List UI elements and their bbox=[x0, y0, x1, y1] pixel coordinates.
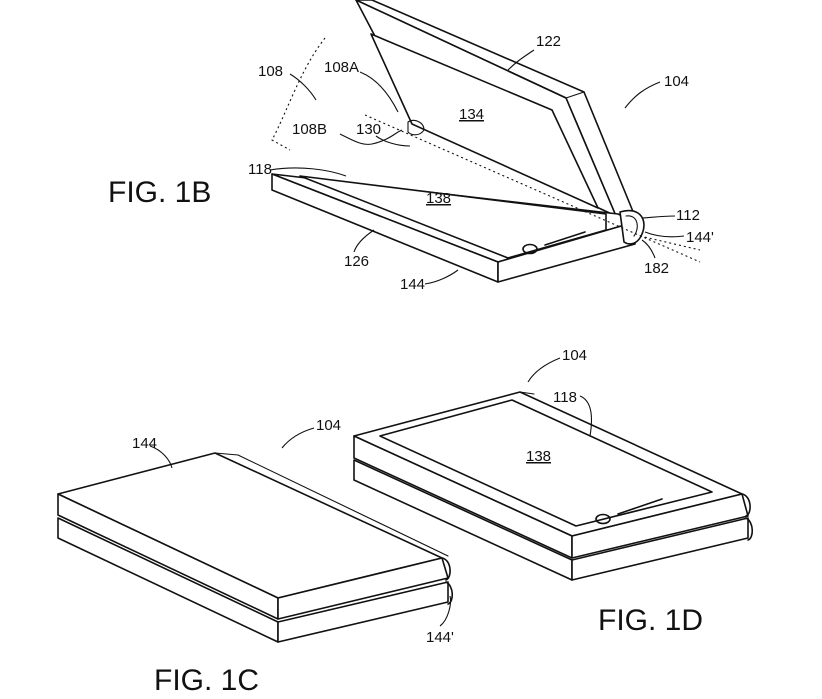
fig-1b-title: FIG. 1B bbox=[108, 176, 211, 209]
ref-108a: 108A bbox=[324, 59, 359, 76]
home-button bbox=[595, 513, 611, 525]
ref-134: 134 bbox=[459, 106, 484, 123]
ref-144: 144 bbox=[132, 435, 157, 452]
ref-126: 126 bbox=[344, 253, 369, 270]
closed-device-screen-up bbox=[353, 391, 754, 581]
home-button bbox=[522, 243, 538, 255]
ref-104: 104 bbox=[562, 347, 587, 364]
ref-108: 108 bbox=[258, 63, 283, 80]
ref-144: 144 bbox=[400, 276, 425, 293]
ref-112: 112 bbox=[676, 207, 700, 224]
figure-1b: FIG. 1B 122 108A 108 104 134 108B 130 11… bbox=[108, 0, 714, 293]
figure-1c: FIG. 1C 144 104 144' bbox=[57, 417, 454, 697]
ref-144-prime: 144' bbox=[426, 629, 454, 646]
hinge-axis-line bbox=[364, 114, 701, 263]
ref-118: 118 bbox=[248, 161, 272, 178]
ref-104: 104 bbox=[316, 417, 341, 434]
figure-1d: FIG. 1D 104 118 138 bbox=[353, 347, 754, 637]
upper-housing bbox=[355, 0, 635, 217]
ref-138: 138 bbox=[526, 448, 551, 465]
fig-1c-title: FIG. 1C bbox=[154, 664, 259, 697]
fig-1d-title: FIG. 1D bbox=[598, 604, 703, 637]
ref-144-prime: 144' bbox=[686, 229, 714, 246]
closed-device bbox=[57, 452, 454, 643]
ref-108b: 108B bbox=[292, 121, 327, 138]
lower-housing bbox=[271, 173, 636, 283]
ref-182: 182 bbox=[644, 260, 669, 277]
ref-118: 118 bbox=[553, 389, 577, 406]
fold-axis-line bbox=[639, 235, 701, 251]
hinge bbox=[407, 119, 645, 245]
ref-138: 138 bbox=[426, 190, 451, 207]
ref-122: 122 bbox=[536, 33, 561, 50]
bracket-108 bbox=[271, 37, 326, 151]
ref-104: 104 bbox=[664, 73, 689, 90]
ref-130: 130 bbox=[356, 121, 381, 138]
